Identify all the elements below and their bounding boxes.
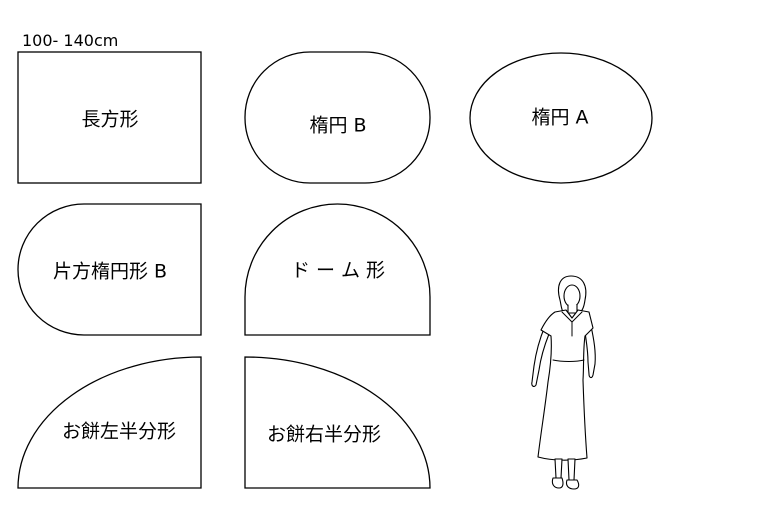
shape-ellipse-a: 楕円 A	[469, 52, 653, 184]
shape-ellipse-b: 楕円 B	[244, 51, 431, 184]
shape-mochi-left: お餅左半分形	[17, 356, 202, 489]
shape-label-mochi-left: お餅左半分形	[62, 421, 176, 443]
shape-rectangle: 長方形	[17, 51, 202, 184]
size-label: 100- 140cm	[22, 31, 118, 50]
shape-dome: ド ー ム 形	[244, 203, 431, 336]
shape-label-rectangle: 長方形	[81, 109, 138, 131]
shape-label-dome: ド ー ム 形	[291, 260, 385, 282]
shape-mochi-right: お餅右半分形	[244, 356, 431, 489]
shape-label-ellipse-b: 楕円 B	[309, 115, 366, 137]
shape-label-ellipse-a: 楕円 A	[531, 107, 588, 129]
shape-half-ellipse-b: 片方楕円形 B	[17, 203, 202, 336]
standing-woman-icon	[531, 275, 596, 490]
shape-label-mochi-right: お餅右半分形	[267, 424, 381, 446]
shape-label-half-ellipse-b: 片方楕円形 B	[53, 261, 167, 283]
